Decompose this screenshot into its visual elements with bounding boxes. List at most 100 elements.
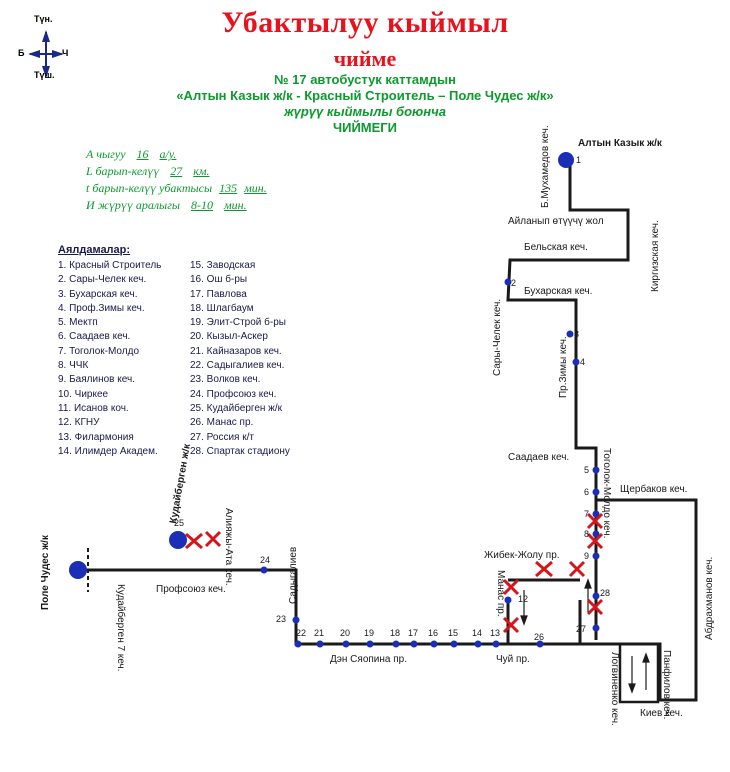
stop-number-label: 21 <box>314 628 324 638</box>
route-line <box>78 160 698 702</box>
label-panfilov: Панфилов кеч. <box>661 650 673 719</box>
stop-number-label: 27 <box>576 624 586 634</box>
stop-list-item: 22. Садыгалиев кеч. <box>190 360 285 372</box>
stop-list-item: 6. Саадаев кеч. <box>58 331 131 343</box>
stop-number-label: 28 <box>600 588 610 598</box>
compass-n: Түн. <box>34 14 53 24</box>
label-logvinenko: Логвиненко кеч. <box>609 652 620 726</box>
stop-list-item: 9. Баялинов кеч. <box>58 374 135 386</box>
info-row: И жүрүү аралыгы 8-10 мин. <box>86 198 247 212</box>
stop-list-item: 7. Тоголок-Молдо <box>58 345 140 357</box>
label-zhibek-zholu: Жибек-Жолу пр. <box>484 549 560 561</box>
label-shcherbakov: Щербаков кеч. <box>620 483 687 495</box>
info-row: L барып-келүү 27 км. <box>86 164 210 178</box>
stop-list-item: 13. Филармония <box>58 431 134 443</box>
stops-list-2: 15. Заводская 16. Ош б-ры 17. Павлова 18. Ш… <box>190 259 290 459</box>
label-sary-chelek: Сары-Челек кеч. <box>492 299 503 376</box>
stop-number-label: 19 <box>364 628 374 638</box>
compass-rose-icon <box>28 30 64 78</box>
stop-list-item: 11. Исанов коч. <box>58 402 129 414</box>
stop-number-label: 4 <box>580 357 585 367</box>
label-chui: Чуй пр. <box>496 654 530 665</box>
label-kudaibergen-zhk: Кудайберген ж/к <box>167 442 193 525</box>
stop-number-label: 12 <box>518 594 528 604</box>
stop-number-label: 7 <box>584 509 589 519</box>
stop-list-item: 1. Красный Строитель <box>58 260 162 271</box>
stop-number-label: 1 <box>576 155 581 165</box>
street-labels: Алтын Казык ж/к Б.Мухамедов кеч. Айланып… <box>40 125 715 725</box>
label-kiev: Киев кеч. <box>640 708 683 719</box>
label-profsoyuz: Профсоюз кеч. <box>156 583 226 595</box>
stop-list-item: 25. Кудайберген ж/к <box>190 402 283 414</box>
terminal-altyn-kazyk <box>558 152 574 168</box>
stop-list-item: 24. Профсоюз кеч. <box>190 388 277 400</box>
stop-number-label: 5 <box>584 465 589 475</box>
stop-list-item: 2. Сары-Челек кеч. <box>58 274 147 286</box>
stop-number-label: 20 <box>340 628 350 638</box>
stop-list-item: 15. Заводская <box>190 260 256 271</box>
label-aliyazh-ata: Алияжы-Ата кеч. <box>223 508 234 586</box>
label-den-syaopin: Дэн Сяопина пр. <box>330 654 407 665</box>
stop-list-item: 3. Бухарская кеч. <box>58 288 138 300</box>
route-info: А чыгуу 16 а/у. L барып-келүү 27 км. t б… <box>86 146 267 214</box>
label-pr-zimy: Пр.Зимы кеч. <box>558 336 569 398</box>
subtitle-1: № 17 автобустук каттамдын <box>274 72 456 87</box>
stop-list-item: 16. Ош б-ры <box>190 274 248 286</box>
compass <box>20 12 80 84</box>
stop-list-item: 4. Проф.Зимы кеч. <box>58 302 145 314</box>
stops-list-1: 1. Красный Строитель 2. Сары-Челек кеч. 3.… <box>58 259 161 459</box>
label-altyn-kazyk: Алтын Казык ж/к <box>578 138 663 149</box>
stop-list-item: 18. Шлагбаум <box>190 302 254 314</box>
stop-number-label: 13 <box>490 628 500 638</box>
stop-list-item: 19. Элит-Строй б-ры <box>190 317 286 329</box>
stop-number-label: 18 <box>390 628 400 638</box>
label-togolok-moldo: Тоголок-Молдо кеч. <box>601 448 612 538</box>
stop-number-label: 8 <box>584 529 589 539</box>
subtitle-4: ЧИЙМЕГИ <box>332 120 398 135</box>
stops-title: Аялдамалар: <box>58 244 131 256</box>
label-kudaibergen-7: Кудайберген 7 кеч. <box>115 584 127 672</box>
stop-list-item: 21. Кайназаров кеч. <box>190 345 282 357</box>
stop-number-labels: 1 2 3 4 5 6 7 8 9 12 13 14 15 16 17 18 1… <box>174 155 610 642</box>
terminal-pole-chudes <box>69 561 87 579</box>
stop-number-label: 16 <box>428 628 438 638</box>
stop-number-label: 6 <box>584 487 589 497</box>
stop-number-label: 2 <box>511 278 516 288</box>
stop-list-item: 20. Кызыл-Аскер <box>190 331 268 343</box>
stop-list-item: 10. Чиркее <box>58 388 109 400</box>
label-bukharskaya: Бухарская кеч. <box>524 286 592 297</box>
stop-number-label: 26 <box>534 632 544 642</box>
map-title: Убактылуу кыймыл <box>221 6 509 39</box>
stop-number-label: 3 <box>574 329 579 339</box>
label-saadaev: Саадаев кеч. <box>508 452 569 463</box>
stop-dots <box>69 152 600 648</box>
label-abdrakhmanov: Абдрахманов кеч. <box>703 557 715 640</box>
compass-e: Ч <box>62 48 69 58</box>
stop-list-item: 12. КГНУ <box>58 417 100 429</box>
closure-crosses <box>185 512 604 634</box>
stop-list-item: 8. ЧЧК <box>58 360 89 372</box>
compass-w: Б <box>18 48 25 58</box>
direction-arrows <box>520 578 650 694</box>
label-mukhamedov: Б.Мухамедов кеч. <box>540 125 551 208</box>
subtitle-3: жүрүү кыймылы боюнча <box>284 104 446 119</box>
stop-list-item: 14. Илимдер Академ. <box>58 445 158 457</box>
stop-list-item: 23. Волков кеч. <box>190 374 261 386</box>
info-row: А чыгуу 16 а/у. <box>86 147 177 161</box>
stop-list-item: 26. Манас пр. <box>190 417 254 429</box>
stop-list-item: 17. Павлова <box>190 288 247 300</box>
label-pole-chudes: Поле Чудес ж/к <box>40 534 51 610</box>
stop-list-item: 5. Мектп <box>58 317 98 329</box>
stop-25-kudaibergen <box>169 531 187 549</box>
info-row: t барып-келүү убактысы 135 мин. <box>86 181 267 195</box>
stop-number-label: 9 <box>584 551 589 561</box>
label-ailanyp: Айланып өтүүчү жол <box>508 216 604 227</box>
label-manas: Манас пр. <box>495 570 506 617</box>
stop-number-label: 24 <box>260 555 270 565</box>
stop-list-item: 28. Спартак стадиону <box>190 445 290 457</box>
stop-number-label: 17 <box>408 628 418 638</box>
stop-list-item: 27. Россия к/т <box>190 431 254 443</box>
compass-s: Түш. <box>34 70 55 80</box>
label-kirgizskaya: Киргизская кеч. <box>650 220 661 292</box>
